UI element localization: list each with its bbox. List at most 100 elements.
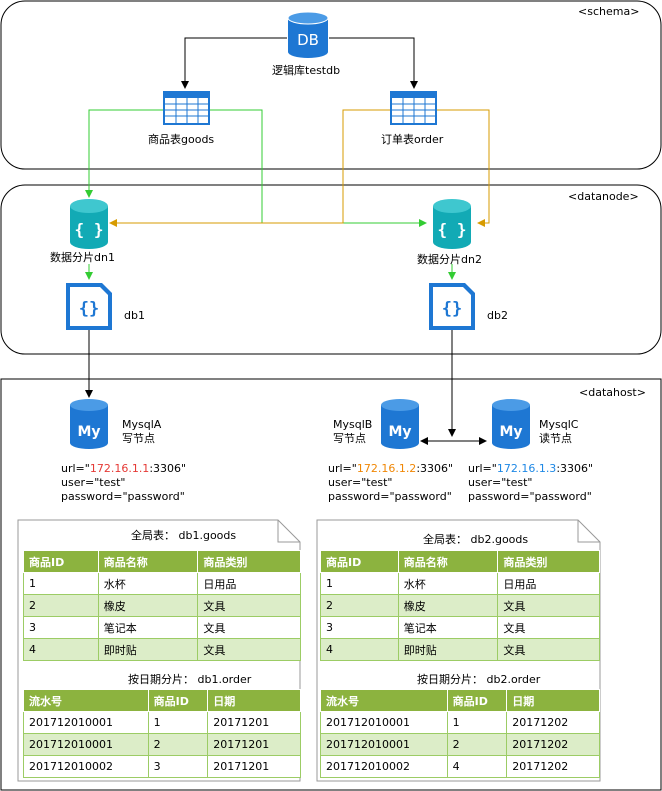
table-cell: 20171201 — [207, 733, 301, 756]
table-row: 201712010002 4 20171202 — [320, 755, 600, 778]
table-row: 201712010001 2 20171201 — [23, 733, 301, 756]
dn2-label: 数据分片dn2 — [417, 253, 482, 266]
mysqlb-connection: url="172.16.1.2:3306"user="test"password… — [328, 462, 453, 504]
mysqla-password: password="password" — [61, 490, 185, 503]
mysqlb-role: 写节点 — [333, 432, 366, 445]
table-header-row: 商品ID 商品名称 商品类别 — [23, 550, 301, 573]
mysqlc-password: password="password" — [468, 490, 592, 503]
table-cell: 笔记本 — [97, 616, 199, 639]
table-cell: 橡皮 — [97, 594, 199, 617]
panel-2-order-title: 按日期分片： db2.order — [417, 673, 541, 686]
table-row: 1 水杯 日用品 — [23, 572, 301, 595]
table-cell: 2 — [23, 594, 99, 617]
table-cell: 3 — [23, 616, 99, 639]
table-cell: 日用品 — [197, 572, 301, 595]
db-to-goods-arrow — [181, 37, 287, 89]
table-cell: 即时贴 — [97, 638, 199, 661]
table-row: 201712010001 1 20171201 — [23, 711, 301, 734]
table-row: 2 橡皮 文具 — [23, 594, 301, 617]
db1-file-icon: {} — [66, 283, 112, 330]
table-cell: 4 — [320, 638, 399, 661]
column-header: 商品ID — [446, 689, 508, 712]
table-cell: 20171201 — [207, 711, 301, 734]
table-row: 3 笔记本 文具 — [23, 616, 301, 639]
column-header: 商品类别 — [197, 550, 301, 573]
db-icon-text: DB — [297, 31, 319, 49]
goods-table-icon — [163, 91, 210, 125]
mysqla-ip: 172.16.1.1 — [89, 462, 150, 475]
datahost-section-tag: <datahost> — [579, 386, 646, 399]
table-row: 1 水杯 日用品 — [320, 572, 600, 595]
mysqlc-role: 读节点 — [539, 432, 572, 445]
table-cell: 水杯 — [97, 572, 199, 595]
mysqlb-url-suffix: :3306" — [416, 462, 454, 475]
table-cell: 文具 — [197, 594, 301, 617]
db2-file-icon: {} — [429, 283, 475, 330]
table-row: 201712010002 3 20171201 — [23, 755, 301, 778]
mysqla-connection: url="172.16.1.1:3306"user="test"password… — [61, 462, 186, 504]
table-cell: 20171202 — [506, 733, 600, 756]
datanode-section-tag: <datanode> — [568, 190, 639, 203]
column-header: 商品类别 — [497, 550, 600, 573]
panel-1-order-title: 按日期分片： db1.order — [128, 673, 252, 686]
mysqla-url-suffix: :3306" — [149, 462, 187, 475]
mysqlc-icon-text: My — [499, 424, 522, 440]
table-row: 201712010001 1 20171202 — [320, 711, 600, 734]
goods-table-label: 商品表goods — [148, 133, 215, 146]
mysqlc-url-prefix: url=" — [468, 462, 497, 475]
table-cell: 1 — [446, 711, 508, 734]
table-cell: 201712010001 — [23, 733, 149, 756]
column-header: 流水号 — [23, 689, 149, 712]
table-row: 4 即时贴 文具 — [320, 638, 600, 661]
table-cell: 20171202 — [506, 755, 600, 778]
mysqla-role: 写节点 — [122, 432, 155, 445]
table-cell: 橡皮 — [397, 594, 499, 617]
table-cell: 文具 — [197, 638, 301, 661]
table-cell: 2 — [320, 594, 399, 617]
table-cell: 201712010002 — [23, 755, 149, 778]
mysqla-icon: My — [70, 399, 108, 449]
mysqlb-url-prefix: url=" — [328, 462, 357, 475]
table-row: 201712010001 2 20171202 — [320, 733, 600, 756]
table-cell: 文具 — [497, 594, 600, 617]
table-cell: 201712010001 — [23, 711, 149, 734]
table-cell: 3 — [320, 616, 399, 639]
mysqlc-icon: My — [492, 399, 530, 449]
table-cell: 201712010001 — [320, 733, 448, 756]
goods-to-dn1-line — [85, 109, 163, 198]
table-cell: 1 — [23, 572, 99, 595]
panel-1-order-table: 流水号 商品ID 日期 201712010001 1 20171201 2017… — [23, 689, 301, 778]
mysqlc-user: user="test" — [468, 476, 533, 489]
dn2-icon: { } — [433, 199, 471, 249]
schema-section-tag: <schema> — [578, 5, 640, 18]
mysqlb-user: user="test" — [328, 476, 393, 489]
table-cell: 文具 — [497, 638, 600, 661]
table-cell: 201712010002 — [320, 755, 448, 778]
table-cell: 4 — [446, 755, 508, 778]
dn1-label: 数据分片dn1 — [50, 251, 115, 264]
table-cell: 20171202 — [506, 711, 600, 734]
mysqlc-connection: url="172.16.1.3:3306"user="test"password… — [468, 462, 593, 504]
table-cell: 文具 — [497, 616, 600, 639]
dn2-icon-text: { } — [438, 220, 467, 239]
column-header: 流水号 — [320, 689, 448, 712]
dn1-icon-text: { } — [75, 220, 104, 239]
db1-icon-text: {} — [79, 299, 99, 319]
logical-db-icon: DB — [287, 11, 329, 58]
logical-db-label: 逻辑库testdb — [272, 64, 341, 77]
table-row: 3 笔记本 文具 — [320, 616, 600, 639]
order-to-dn2-line — [437, 109, 490, 227]
mysqlc-ip: 172.16.1.3 — [496, 462, 557, 475]
table-cell: 文具 — [197, 616, 301, 639]
table-row: 4 即时贴 文具 — [23, 638, 301, 661]
column-header: 商品ID — [23, 550, 99, 573]
mysqlb-icon: My — [381, 399, 419, 449]
column-header: 商品ID — [320, 550, 399, 573]
mysqlb-password: password="password" — [328, 490, 452, 503]
table-cell: 即时贴 — [397, 638, 499, 661]
dn1-icon: { } — [70, 199, 108, 249]
column-header: 商品名称 — [397, 550, 499, 573]
table-cell: 1 — [147, 711, 209, 734]
column-header: 日期 — [506, 689, 600, 712]
